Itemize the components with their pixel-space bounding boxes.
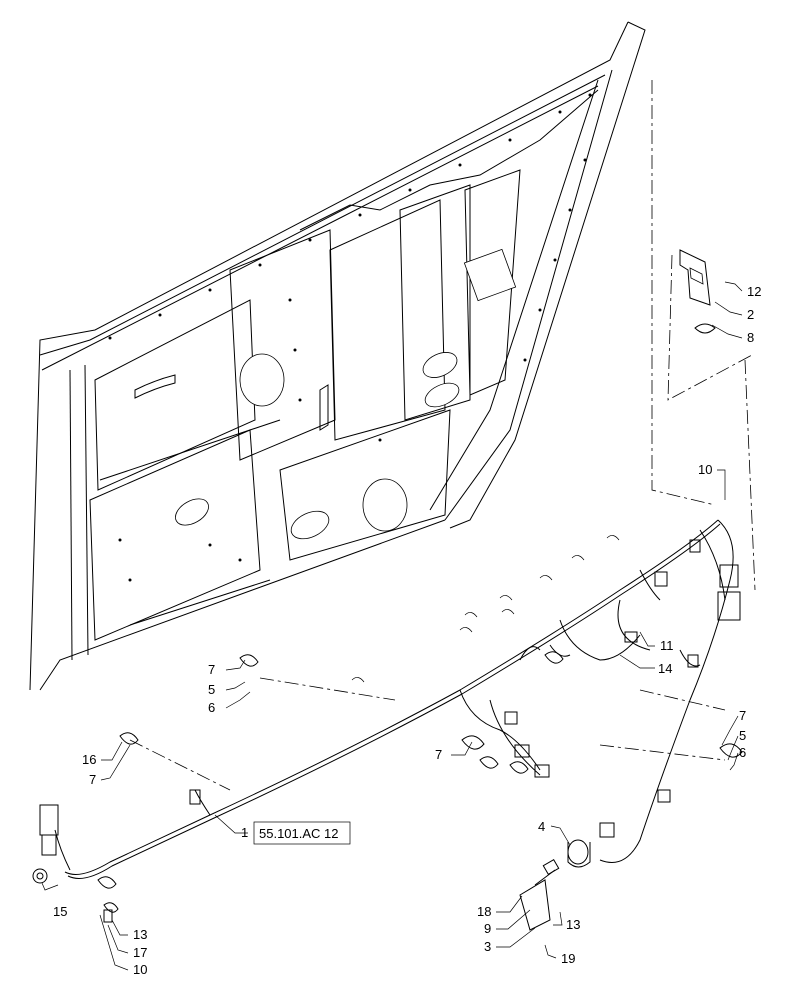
callout-5-a: 5 [208, 682, 215, 697]
callout-11: 11 [660, 638, 674, 653]
callout-5-b: 5 [739, 728, 746, 743]
callout-6-b: 6 [739, 745, 746, 760]
callout-4: 4 [538, 819, 545, 834]
side-panel-structure [29, 21, 646, 691]
callout-9: 9 [484, 921, 491, 936]
callout-15: 15 [53, 904, 67, 919]
callout-7-b: 7 [435, 747, 442, 762]
wiring-harness [32, 519, 743, 931]
dash-leaders [129, 677, 726, 791]
callout-1: 1 [241, 825, 248, 840]
callout-16: 16 [82, 752, 96, 767]
callout-13-right: 13 [566, 917, 580, 932]
callout-8: 8 [747, 330, 754, 345]
bracket-assembly-top-right [651, 80, 756, 591]
callout-2: 2 [747, 307, 754, 322]
callout-18: 18 [477, 904, 491, 919]
callout-19: 19 [561, 951, 575, 966]
callout-6-a: 6 [208, 700, 215, 715]
callout-7-a: 7 [208, 662, 215, 677]
callout-14: 14 [658, 661, 672, 676]
callout-13-left: 13 [133, 927, 147, 942]
callout-7-d: 7 [89, 772, 96, 787]
callout-10-bottom: 10 [133, 962, 147, 977]
callout-labels: 12 2 8 10 11 14 7 5 6 7 7 5 6 16 7 1 55.… [53, 284, 761, 977]
callout-7-c: 7 [739, 708, 746, 723]
rivet-points [108, 93, 592, 582]
callout-12: 12 [747, 284, 761, 299]
callout-leaders [41, 281, 743, 971]
reference-box-label: 55.101.AC 12 [259, 826, 339, 841]
callout-10-top: 10 [698, 462, 712, 477]
callout-17: 17 [133, 945, 147, 960]
callout-3: 3 [484, 939, 491, 954]
reference-box [253, 821, 351, 845]
